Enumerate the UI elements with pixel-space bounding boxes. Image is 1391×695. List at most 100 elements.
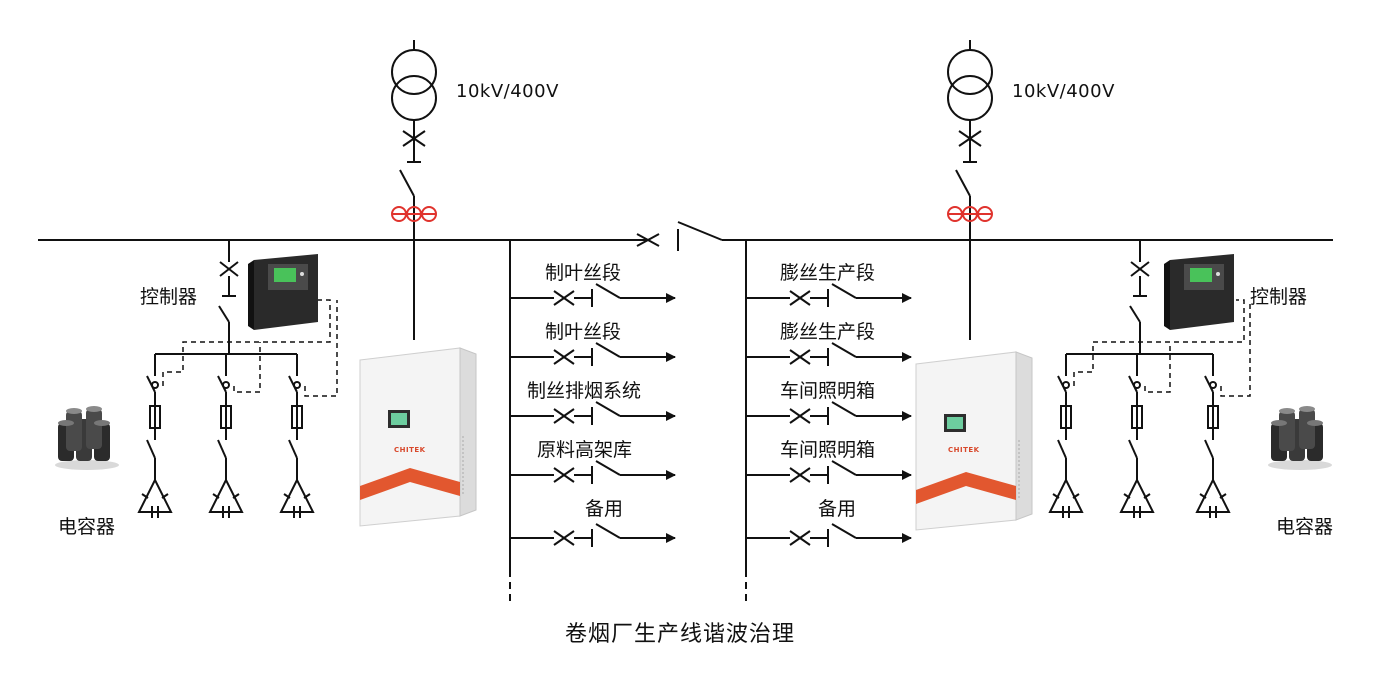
left-ct-icon xyxy=(391,206,437,222)
left-transformer-icon xyxy=(391,40,437,340)
right-branch-switch xyxy=(1204,375,1214,393)
left-feeder-switch-blade xyxy=(595,523,621,539)
right-capacitor-plate xyxy=(1072,493,1080,499)
left-feeder-label-4: 原料高架库 xyxy=(537,439,633,461)
left-branch-switch xyxy=(288,375,298,393)
left-filter-cabinet: CHITEK xyxy=(358,346,478,528)
right-ct-icon xyxy=(947,206,993,222)
left-feeder-label-5: 备用 xyxy=(585,498,624,520)
right-capacitor-plate xyxy=(1219,493,1227,499)
left-feeder-4 xyxy=(510,460,676,484)
left-feeder-3 xyxy=(510,401,676,425)
left-feeder-switch-blade xyxy=(595,283,621,299)
right-feeder-switch-blade xyxy=(831,342,857,358)
right-feeder-label-5: 备用 xyxy=(818,498,857,520)
right-feeder-breaker-x xyxy=(789,349,811,365)
right-control-wire xyxy=(1144,342,1171,393)
left-capacitor-plate xyxy=(141,493,149,499)
left-bank-breaker-x xyxy=(219,261,239,277)
right-feeder-breaker-x xyxy=(789,467,811,483)
right-transformer-rating: 10kV/400V xyxy=(1012,81,1115,102)
left-feeder-breaker-x xyxy=(553,467,575,483)
left-feeder-5 xyxy=(510,523,676,547)
left-branch-switch xyxy=(146,375,156,393)
left-capacitor-bank xyxy=(137,240,338,518)
left-capacitor-delta-icon xyxy=(137,477,173,513)
right-feeder-switch-blade xyxy=(831,283,857,299)
left-capacitor-plate xyxy=(212,493,220,499)
left-cabinet-brand: CHITEK xyxy=(394,446,426,454)
right-feeder-4 xyxy=(746,460,912,484)
right-capacitor-bank xyxy=(1048,240,1251,518)
left-capacitor-delta-icon xyxy=(208,477,244,513)
right-feeder-switch-blade xyxy=(831,523,857,539)
left-capacitor-delta-icon xyxy=(279,477,315,513)
right-capacitor-plate xyxy=(1052,493,1060,499)
left-capacitor-photo xyxy=(52,405,122,471)
left-feeder-label-1: 制叶丝段 xyxy=(545,262,622,284)
left-feeder-switch-blade xyxy=(595,460,621,476)
left-feeder-label-2: 制叶丝段 xyxy=(545,321,622,343)
right-feeder-5 xyxy=(746,523,912,547)
left-controller-photo xyxy=(248,252,322,332)
left-transformer-rating: 10kV/400V xyxy=(456,81,559,102)
left-controller-label: 控制器 xyxy=(140,286,198,308)
right-feeder-switch-blade xyxy=(831,460,857,476)
right-controller-photo xyxy=(1164,252,1238,332)
right-branch-switch xyxy=(1057,375,1067,393)
right-filter-cabinet: CHITEK xyxy=(914,350,1034,532)
right-feeder-breaker-x xyxy=(789,290,811,306)
right-feeder-switch-blade xyxy=(831,401,857,417)
left-branch-switch xyxy=(217,375,227,393)
right-control-wire xyxy=(1220,300,1251,397)
right-feeder-breaker-x xyxy=(789,530,811,546)
right-bank-breaker-x xyxy=(1130,261,1150,277)
right-capacitor-plate xyxy=(1143,493,1151,499)
right-feeder-label-3: 车间照明箱 xyxy=(780,380,876,402)
left-feeder-breaker-x xyxy=(553,349,575,365)
left-control-wire xyxy=(233,342,261,393)
right-control-wire xyxy=(1073,299,1245,386)
capacitor-banks xyxy=(137,240,1251,518)
left-control-wire xyxy=(304,300,338,397)
left-capacitor-plate xyxy=(303,493,311,499)
right-branch-switch xyxy=(1204,439,1214,459)
left-capacitor-plate xyxy=(232,493,240,499)
right-controller-label: 控制器 xyxy=(1250,286,1308,308)
left-feeder-1 xyxy=(510,283,676,307)
right-capacitor-delta-icon xyxy=(1048,477,1084,513)
right-capacitor-plate xyxy=(1199,493,1207,499)
right-capacitor-photo xyxy=(1265,405,1335,471)
left-feeder-switch-blade xyxy=(595,401,621,417)
left-branch-switch xyxy=(146,439,156,459)
left-feeder-breaker-x xyxy=(553,408,575,424)
right-transformer-icon xyxy=(947,40,993,340)
right-branch-switch xyxy=(1128,375,1138,393)
left-feeder-switch-blade xyxy=(595,342,621,358)
right-feeder-2 xyxy=(746,342,912,366)
left-capacitor-label: 电容器 xyxy=(58,516,116,538)
right-feeder-label-2: 膨丝生产段 xyxy=(780,321,876,343)
left-control-wire xyxy=(162,299,331,386)
bus-tie-switch xyxy=(636,221,723,251)
right-branch-switch xyxy=(1057,439,1067,459)
right-branch-switch xyxy=(1128,439,1138,459)
left-capacitor-plate xyxy=(283,493,291,499)
right-feeder-label-4: 车间照明箱 xyxy=(780,439,876,461)
right-feeder-1 xyxy=(746,283,912,307)
right-capacitor-delta-icon xyxy=(1119,477,1155,513)
left-capacitor-plate xyxy=(161,493,169,499)
diagram-title: 卷烟厂生产线谐波治理 xyxy=(565,622,796,647)
right-feeder-label-1: 膨丝生产段 xyxy=(780,262,876,284)
right-cabinet-brand: CHITEK xyxy=(948,446,980,454)
left-branch-switch xyxy=(217,439,227,459)
right-feeder-3 xyxy=(746,401,912,425)
left-feeder-2 xyxy=(510,342,676,366)
right-capacitor-delta-icon xyxy=(1195,477,1231,513)
left-feeder-label-3: 制丝排烟系统 xyxy=(527,380,642,402)
left-bank-switch-blade xyxy=(218,305,230,323)
right-capacitor-plate xyxy=(1123,493,1131,499)
left-feeder-breaker-x xyxy=(553,530,575,546)
left-branch-switch xyxy=(288,439,298,459)
right-feeder-breaker-x xyxy=(789,408,811,424)
